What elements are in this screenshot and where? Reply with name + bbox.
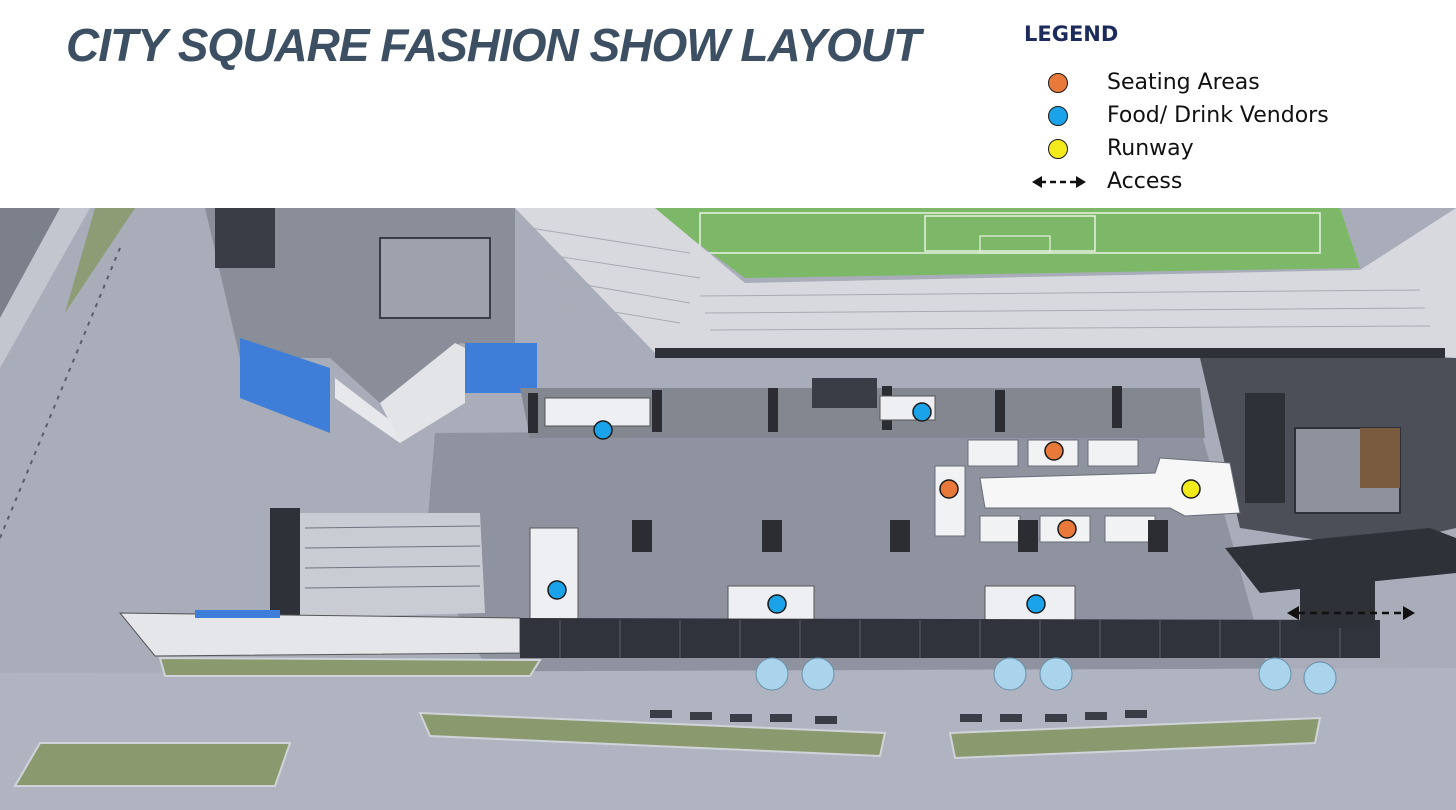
east-ramp (1225, 528, 1456, 593)
vendor-marker (547, 580, 567, 600)
page-title: CITY SQUARE FASHION SHOW LAYOUT (66, 19, 921, 71)
sidewalk (0, 208, 90, 368)
facade-mullions (559, 620, 1341, 658)
legend-item-vendors: Food/ Drink Vendors (1030, 101, 1360, 131)
vendor-kiosk-west (529, 527, 579, 624)
legend-label-vendors: Food/ Drink Vendors (1107, 103, 1329, 128)
planter-southwest (13, 742, 292, 787)
vendor-marker-icon (1030, 101, 1088, 131)
entry-screen (465, 343, 537, 393)
vendor-markers (547, 402, 1046, 614)
west-fence (270, 508, 300, 628)
vendor-marker (767, 594, 787, 614)
vendor-counter-north-west (544, 397, 651, 427)
planter-south-east (948, 716, 1322, 760)
west-grandstand (295, 513, 485, 618)
seating-marker (1044, 441, 1064, 461)
stadium-stands (515, 208, 1456, 358)
street-marking (0, 247, 121, 539)
north-concourse (520, 388, 1205, 438)
runway-marker (1181, 479, 1201, 499)
stand-rows (529, 227, 1431, 331)
site-map (0, 208, 1456, 810)
west-steps (304, 525, 481, 589)
seating-markers (939, 441, 1077, 539)
vendor-marker (912, 402, 932, 422)
legend-label-runway: Runway (1107, 136, 1194, 161)
south-facade (520, 618, 1380, 658)
site-plan-illustration (0, 208, 1456, 810)
east-stair (1245, 393, 1285, 503)
legend-item-access: Access (1030, 167, 1360, 197)
bike-racks (650, 710, 1147, 724)
planter-west (158, 656, 542, 677)
vendor-marker (593, 420, 613, 440)
soccer-field (650, 208, 1360, 278)
legend-item-seating: Seating Areas (1030, 68, 1360, 98)
south-wall-west (118, 612, 521, 657)
access-arrow (1287, 606, 1415, 620)
runway-marker-icon (1030, 134, 1088, 164)
stadium-roof-edge (655, 348, 1445, 358)
ticket-booth (812, 378, 877, 408)
penalty-box (924, 215, 1096, 252)
concourse-block (379, 237, 491, 319)
patio-umbrellas (755, 657, 1337, 695)
legend-label-access: Access (1107, 169, 1183, 194)
goal-box (979, 235, 1051, 254)
banner-wall (335, 378, 400, 443)
planter-south-center (418, 711, 887, 758)
light-posts (632, 520, 1168, 552)
stair-tower (215, 208, 275, 268)
east-door (1360, 428, 1400, 488)
video-board (240, 338, 330, 433)
access-arrow-icon (1030, 167, 1088, 197)
seating-marker (939, 479, 959, 499)
seating-marker-icon (1030, 68, 1088, 98)
ramp-wall (380, 343, 465, 443)
vendor-marker (1026, 594, 1046, 614)
east-gate (1300, 568, 1375, 628)
grass-strip-street (65, 208, 135, 313)
legend-label-seating: Seating Areas (1107, 70, 1260, 95)
south-screen (195, 610, 280, 618)
runway-platform (979, 457, 1241, 517)
legend-item-runway: Runway (1030, 134, 1360, 164)
legend-title: LEGEND (1024, 22, 1119, 46)
seating-marker (1057, 519, 1077, 539)
